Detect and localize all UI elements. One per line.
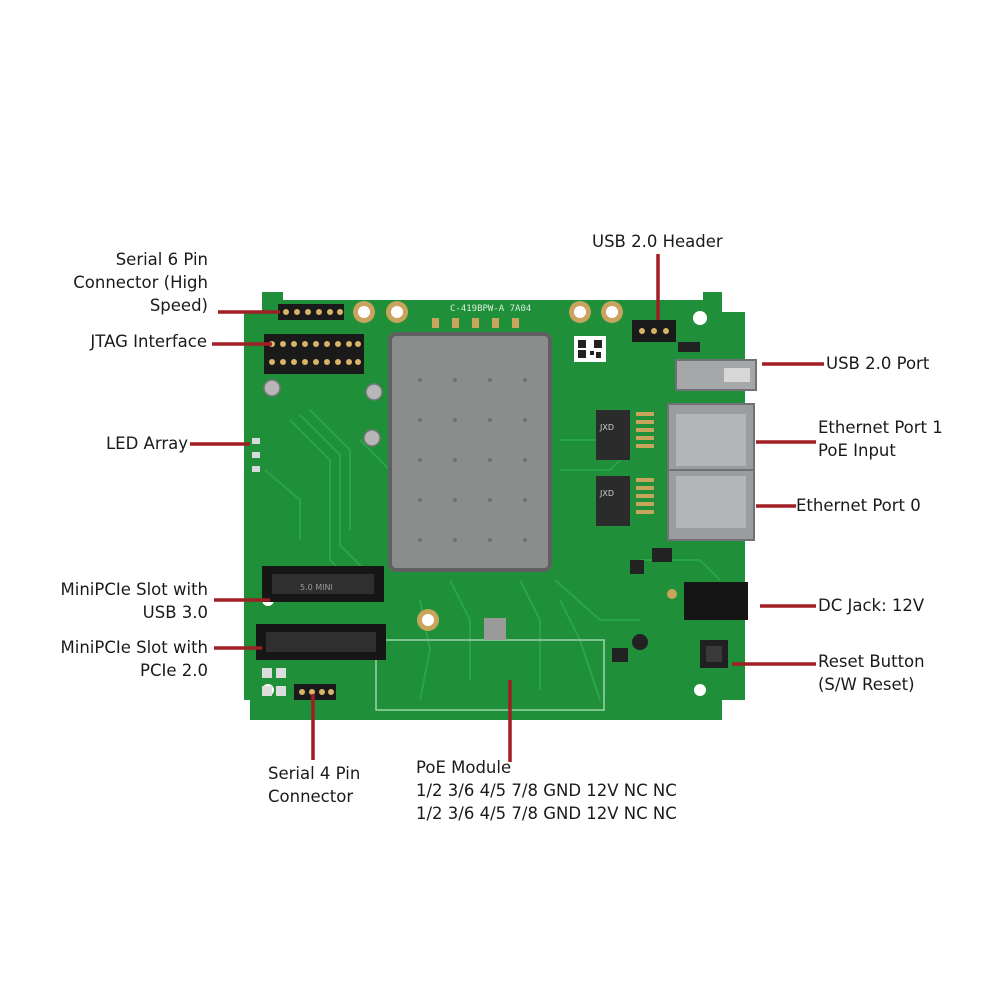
label-ethernet-port-0: Ethernet Port 0	[796, 496, 921, 515]
leader-lines	[190, 254, 824, 762]
label-poe-title: PoE Module	[416, 758, 512, 777]
label-minipcie-usb3-line2: USB 3.0	[142, 603, 208, 622]
chip-marking-2: JXD	[599, 489, 614, 498]
jtag-header	[264, 334, 364, 374]
bottom-pads	[262, 668, 286, 696]
label-serial-6pin-line1: Serial 6 Pin	[115, 250, 208, 269]
usb2-header	[632, 320, 676, 342]
label-reset-line2: (S/W Reset)	[818, 675, 915, 694]
label-serial-6pin-line3: Speed)	[149, 296, 208, 315]
label-usb2-header: USB 2.0 Header	[592, 232, 723, 251]
board-silkscreen: C-419BPW-A 7A04	[450, 304, 531, 314]
serial-4pin-header	[294, 684, 336, 700]
qr-label	[574, 336, 606, 362]
label-minipcie-usb3-line1: MiniPCIe Slot with	[60, 580, 208, 599]
label-ethernet-port-1: Ethernet Port 1 PoE Input	[818, 416, 943, 462]
reset-button	[700, 640, 728, 668]
label-serial-4pin: Serial 4 Pin Connector	[268, 762, 360, 808]
label-dc-jack: DC Jack: 12V	[818, 596, 925, 615]
label-usb2-port: USB 2.0 Port	[826, 354, 930, 373]
top-smd-parts	[432, 318, 519, 328]
minipcie-slot-usb3: 5.0 MINI	[262, 566, 384, 602]
serial-6pin-header	[278, 304, 344, 320]
label-minipcie-usb3: MiniPCIe Slot with USB 3.0	[61, 578, 208, 624]
label-minipcie-pcie2-line1: MiniPCIe Slot with	[60, 638, 208, 657]
misc-components	[484, 342, 700, 662]
label-serial-6pin: Serial 6 Pin Connector (High Speed)	[73, 248, 208, 317]
usb2-port	[675, 359, 757, 391]
ethernet-ports	[667, 403, 755, 541]
label-led-array: LED Array	[105, 434, 188, 453]
minipcie-slot-pcie2	[256, 624, 386, 660]
label-eth1-line2: PoE Input	[818, 441, 896, 460]
label-serial-4pin-line1: Serial 4 Pin	[268, 764, 361, 783]
label-minipcie-pcie2-line2: PCIe 2.0	[140, 661, 208, 680]
led-array	[252, 438, 260, 472]
wifi-module-shield	[388, 332, 552, 572]
label-eth1-line1: Ethernet Port 1	[818, 418, 943, 437]
label-poe-module: PoE Module 1/2 3/6 4/5 7/8 GND 12V NC NC…	[416, 756, 677, 825]
label-poe-pinout-1: 1/2 3/6 4/5 7/8 GND 12V NC NC	[416, 781, 677, 800]
screws	[263, 379, 383, 447]
ethernet-magnetics: JXD JXD	[596, 410, 654, 526]
label-serial-6pin-line2: Connector (High	[73, 273, 208, 292]
label-poe-pinout-2: 1/2 3/6 4/5 7/8 GND 12V NC NC	[416, 804, 677, 823]
dc-jack	[667, 582, 748, 620]
label-reset-button: Reset Button (S/W Reset)	[818, 650, 925, 696]
slot-marking: 5.0 MINI	[300, 583, 333, 592]
label-serial-4pin-line2: Connector	[268, 787, 354, 806]
label-reset-line1: Reset Button	[818, 652, 925, 671]
label-jtag: JTAG Interface	[90, 332, 207, 351]
chip-marking-1: JXD	[599, 423, 614, 432]
label-minipcie-pcie2: MiniPCIe Slot with PCIe 2.0	[61, 636, 208, 682]
